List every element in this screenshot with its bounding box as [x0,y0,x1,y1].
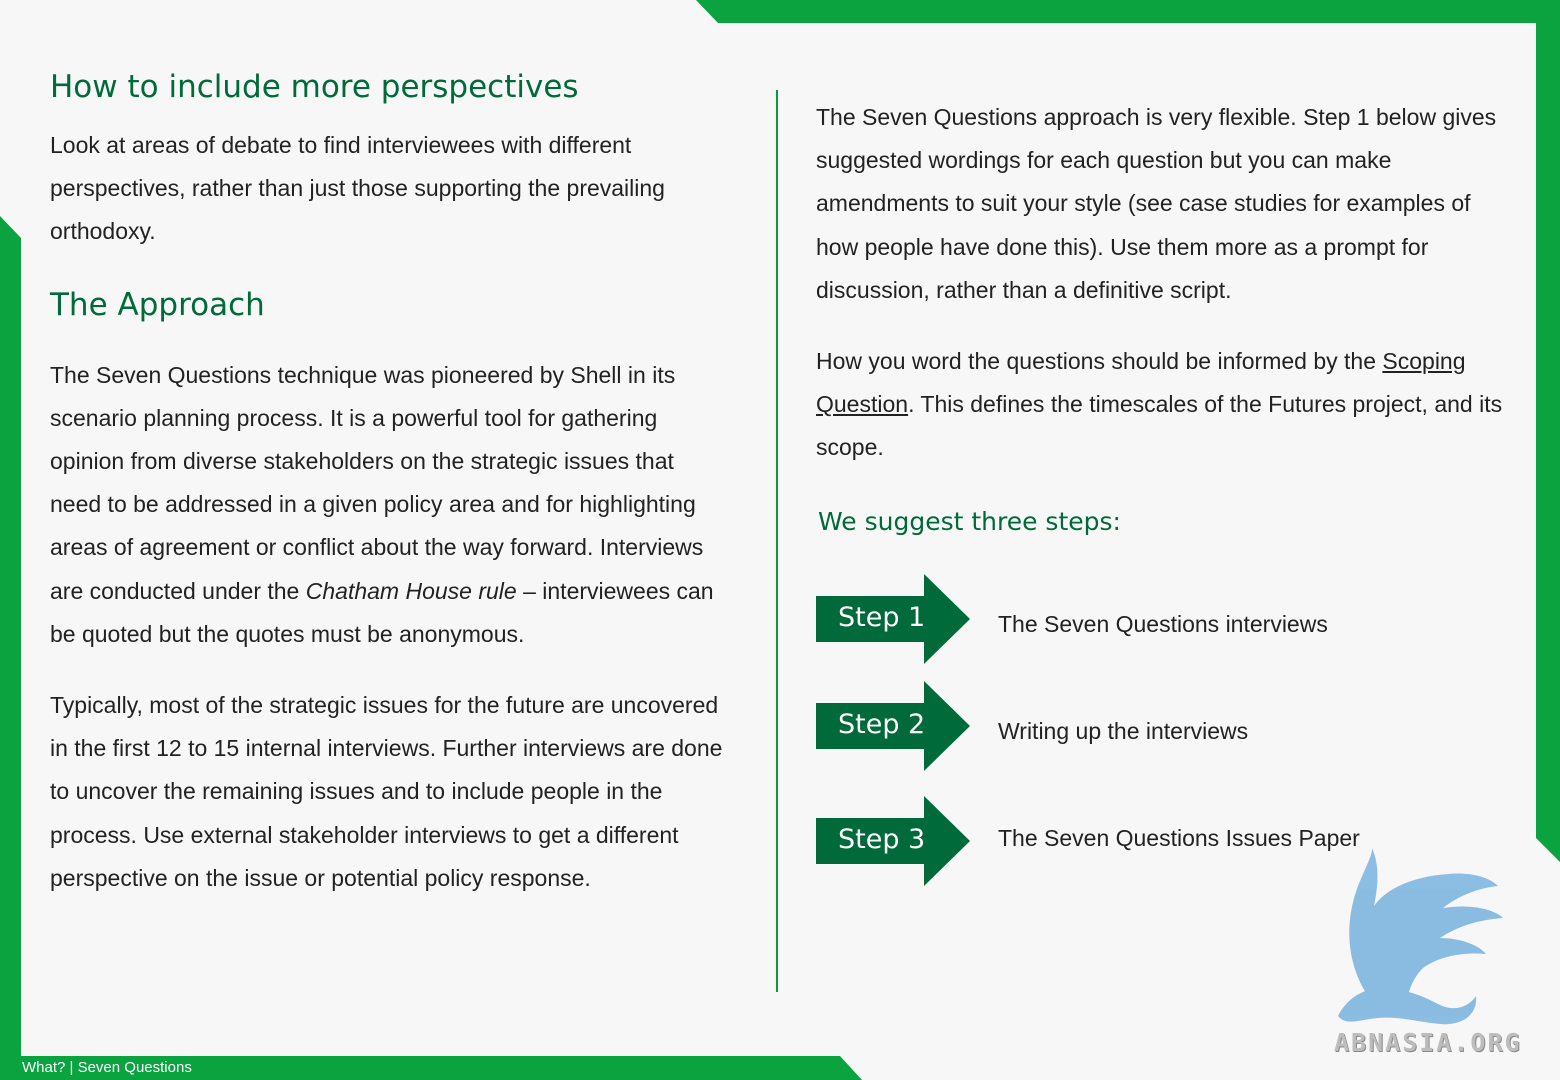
step-1-arrow: Step 1 [816,574,976,664]
column-divider [776,90,778,992]
chatham-house-rule: Chatham House rule [305,577,517,604]
watermark-text: ABNASIA.ORG [1334,1028,1522,1057]
arrow-icon [816,796,970,886]
griffin-logo-icon [1338,848,1503,1025]
typically-paragraph: Typically, most of the strategic issues … [50,692,723,891]
suggest-heading: We suggest three steps: [818,507,1121,536]
step-3-description: The Seven Questions Issues Paper [998,825,1360,851]
approach-text-a: The Seven Questions technique was pionee… [50,361,704,604]
scoping-text-b: . This defines the timescales of the Fut… [816,391,1503,461]
right-column: The Seven Questions approach is very fle… [816,96,1516,470]
approach-text-b: – interviewees can be quoted but the quo… [50,577,714,647]
scoping-paragraph: How you word the questions should be inf… [816,340,1516,470]
arrow-icon [816,574,970,664]
left-column: How to include more perspectives Look at… [50,62,730,900]
approach-paragraph: The Seven Questions technique was pionee… [50,354,730,656]
heading-more-perspectives: How to include more perspectives [50,69,579,105]
flexible-paragraph: The Seven Questions approach is very fle… [816,104,1497,303]
step-2-label: Step 2 [838,709,926,740]
step-2-arrow: Step 2 [816,681,976,771]
step-1-description: The Seven Questions interviews [998,611,1328,637]
footer-breadcrumb: What? | Seven Questions [22,1059,192,1076]
arrow-icon [816,681,970,771]
step-1-label: Step 1 [838,602,926,633]
scoping-text-a: How you word the questions should be inf… [816,348,1383,375]
step-3-arrow: Step 3 [816,796,976,886]
scoping-question-link[interactable]: Scoping Question [816,348,1466,418]
perspectives-paragraph: Look at areas of debate to find intervie… [50,132,665,245]
step-2-description: Writing up the interviews [998,718,1249,744]
heading-approach: The Approach [50,286,265,323]
step-3-label: Step 3 [838,824,926,855]
